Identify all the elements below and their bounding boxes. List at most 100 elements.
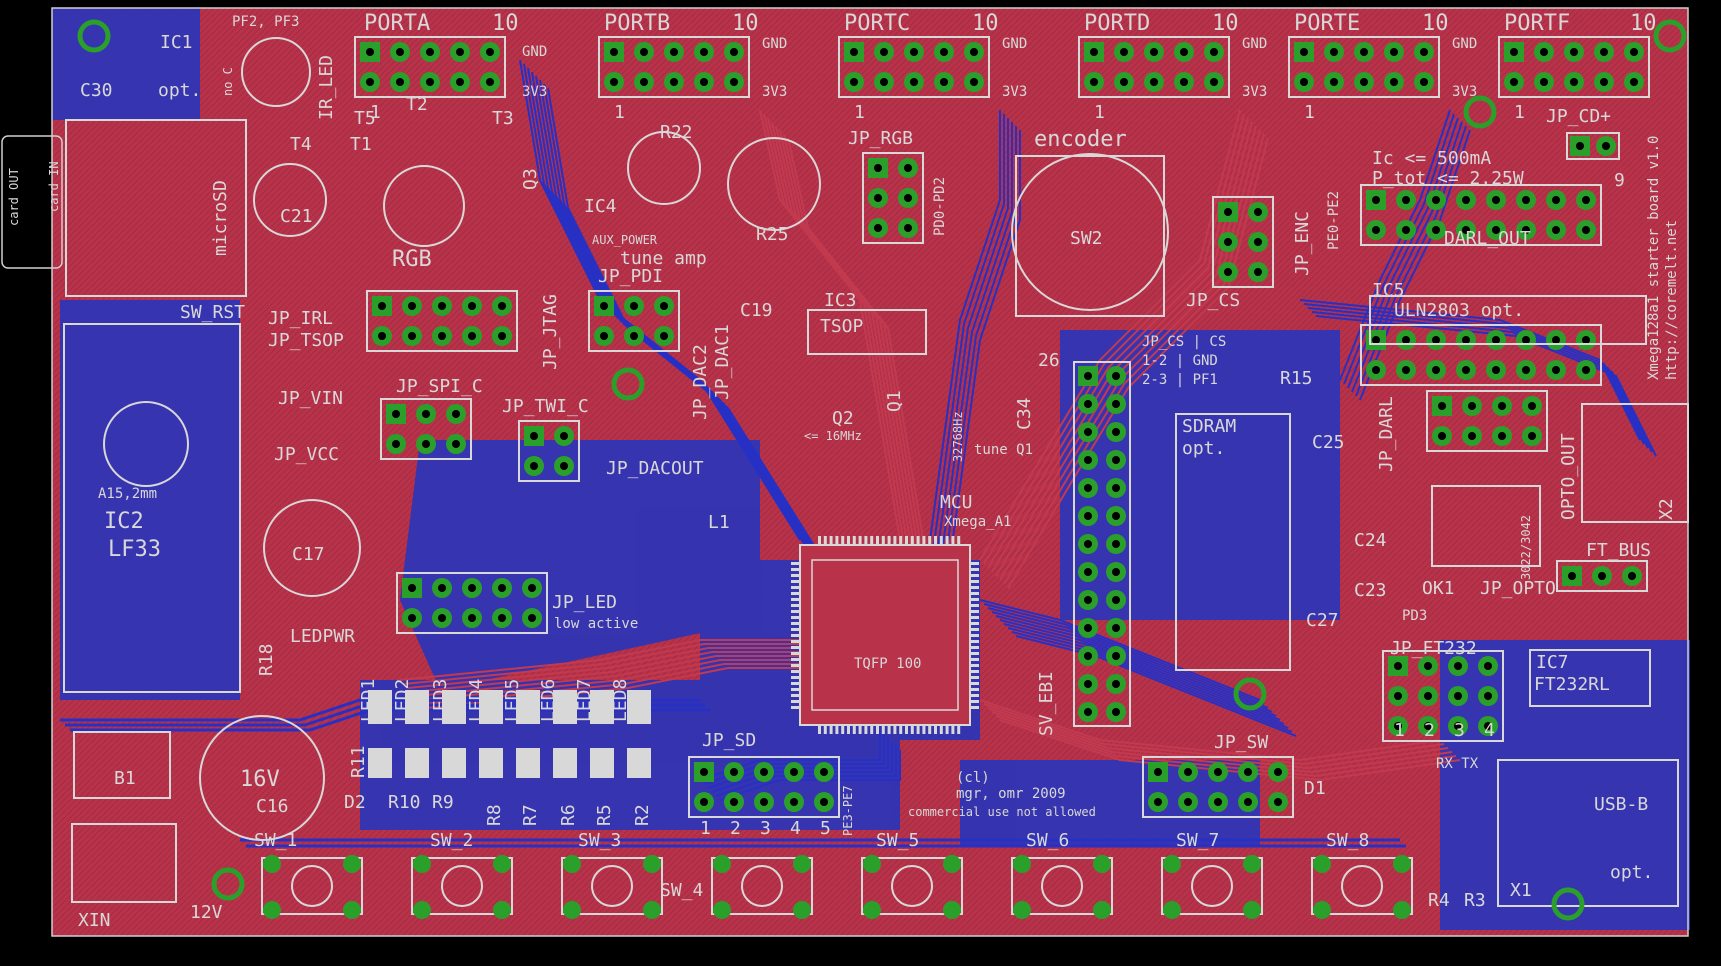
usb-outline (1497, 759, 1679, 907)
q3-label: Q3 (520, 168, 541, 190)
mcu-pin (791, 616, 800, 619)
led2-label: LED2 (392, 679, 413, 722)
mcu-pin (970, 610, 979, 613)
switch-1-pad (263, 901, 281, 919)
switch-1-pad (343, 855, 361, 873)
ic5-label: IC5 (1372, 280, 1405, 301)
trace-bundle-porta (543, 83, 825, 565)
opto-out-label: OPTO_OUT (1558, 433, 1579, 520)
sd-pin5: 5 (820, 818, 831, 839)
t2-label: T2 (406, 94, 428, 115)
switch-1-pad (343, 901, 361, 919)
mcu-pin (970, 646, 979, 649)
card-in-label: card IN (47, 161, 61, 212)
header-darl-out-drill (1522, 226, 1530, 234)
mcu-pin (791, 634, 800, 637)
mcu-pin (951, 536, 955, 545)
header-darl-out-outline (1360, 184, 1602, 246)
mcu-pin (928, 536, 932, 545)
microsd-label: microSD (210, 180, 231, 256)
header-portd-drill (1090, 48, 1098, 56)
gnd-b: GND (762, 36, 787, 52)
v12-label: 12V (190, 902, 223, 923)
trace-bundle-ebi (979, 599, 1261, 701)
pe0pe2-label: PE0-PE2 (1326, 191, 1342, 250)
r7-label: R7 (520, 804, 541, 826)
sw7-label: SW_7 (1176, 830, 1219, 851)
header-cd-outline (1566, 132, 1620, 160)
mcu-pin (818, 536, 821, 545)
switch-2-outline (411, 857, 513, 915)
header-led-drill (528, 614, 536, 622)
mcu-pin (791, 586, 800, 589)
jp-twi-c-label: JP_TWI_C (502, 396, 589, 417)
header-portf-drill (1540, 48, 1548, 56)
switch-6-pad (1013, 855, 1031, 873)
v16-label: 16V (240, 767, 280, 792)
header-jtag-drill (468, 332, 476, 340)
q2-label: Q2 (832, 408, 854, 429)
header-portf-drill (1570, 48, 1578, 56)
mcu-pin (899, 536, 903, 545)
mcu-pin (864, 725, 868, 734)
rx-tx-label: RX TX (1436, 756, 1479, 772)
switch-7-pad (1243, 901, 1261, 919)
header-portc-drill (940, 48, 948, 56)
header-spi-drill (422, 440, 430, 448)
mcu-pin (970, 580, 979, 583)
mcu-pin (910, 725, 914, 734)
header-portb-outline (598, 36, 750, 98)
tsop-outline (807, 309, 927, 355)
trace-bundle-sd (715, 746, 897, 797)
resistor-5-body (516, 748, 540, 778)
x1-label: X1 (1510, 880, 1532, 901)
sdram-label: SDRAM (1182, 416, 1236, 437)
header-ebi-drill (1112, 624, 1120, 632)
r5-label: R5 (594, 804, 615, 826)
header-jtag-drill (408, 332, 416, 340)
resistor-8-body (627, 748, 651, 778)
switch-7-pad (1163, 855, 1181, 873)
mcu-pin (791, 670, 800, 673)
trace-bundle-ebi (1015, 635, 1297, 737)
mcu-pin (823, 536, 827, 545)
trace-bundle-sw (979, 699, 1441, 762)
led1-label: LED1 (358, 679, 379, 722)
header-twi-drill (560, 462, 568, 470)
mcu-pin (970, 700, 979, 703)
header-led-drill (438, 584, 446, 592)
mcu-pin (916, 536, 920, 545)
header-pdi-outline (588, 290, 680, 352)
pin10-a: 10 (492, 11, 519, 36)
header-ebi-drill (1112, 372, 1120, 380)
header-ft232-drill (1394, 722, 1402, 730)
header-porte-drill (1420, 78, 1428, 86)
pin26-label: 26 (1038, 350, 1060, 371)
header-portd-drill (1150, 48, 1158, 56)
header-sd-drill (760, 798, 768, 806)
header-portd-outline (1078, 36, 1230, 98)
header-ebi-drill (1084, 512, 1092, 520)
ic7-label: IC7 (1536, 652, 1569, 673)
mcu-pin (841, 725, 845, 734)
header-ft232-drill (1424, 722, 1432, 730)
header-jp-darl-drill (1528, 432, 1536, 440)
header-rgb-drill (904, 164, 912, 172)
mounting-hole-1 (77, 19, 111, 53)
jp-vin-label: JP_VIN (278, 388, 343, 409)
v3v3-e: 3V3 (1452, 84, 1477, 100)
trace-bundle-portc (941, 122, 1013, 553)
noc-label: no C (221, 67, 235, 96)
mounting-hole-5 (1551, 887, 1585, 921)
header-porte-drill (1360, 78, 1368, 86)
header-pdi-drill (600, 302, 608, 310)
led4-label: LED4 (466, 679, 487, 722)
switch-5-cap (891, 865, 933, 907)
header-jtag-drill (378, 302, 386, 310)
header-ebi-drill (1112, 652, 1120, 660)
header-spi-outline (380, 398, 472, 460)
r2-label: R2 (632, 804, 653, 826)
mcu-pin (818, 725, 821, 734)
header-ebi-drill (1112, 568, 1120, 576)
mcu-pin (970, 568, 979, 571)
